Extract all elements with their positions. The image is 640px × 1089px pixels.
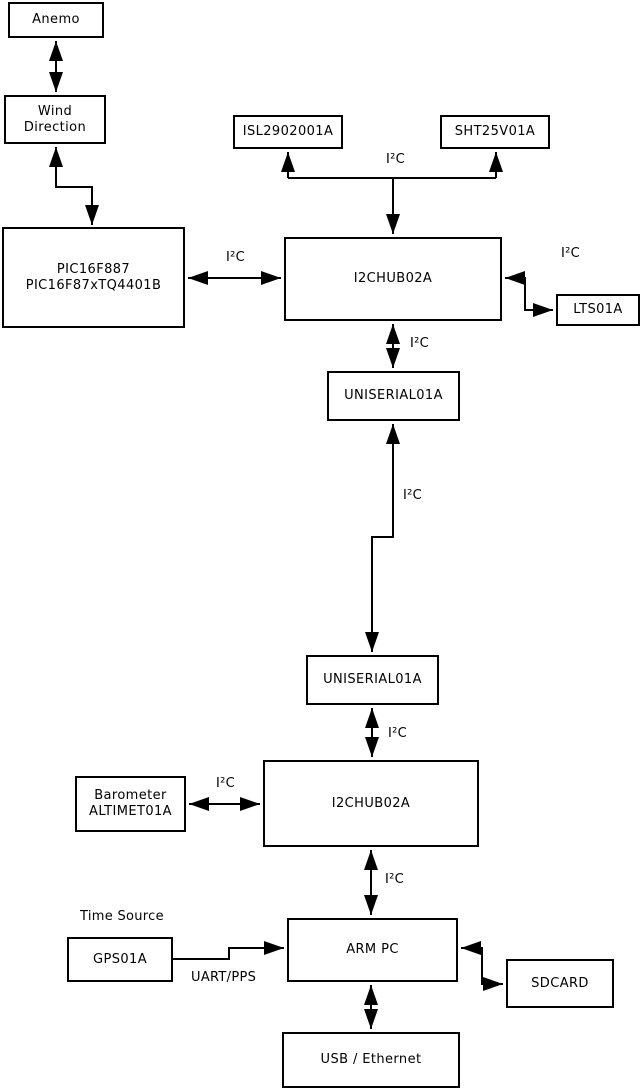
node-wind-direction-label: Wind Direction <box>23 103 87 135</box>
label-i2c-uniserial-link: I²C <box>403 488 423 503</box>
label-i2c-hub2-armpc: I²C <box>385 872 405 887</box>
node-uniserial01a-upper: UNISERIAL01A <box>327 371 460 421</box>
edge-winddirection-pic <box>49 147 99 225</box>
node-pic16f887-label: PIC16F887 PIC16F87xTQ4401B <box>25 261 162 293</box>
node-lts01a-label: LTS01A <box>573 302 623 318</box>
label-i2c-pic-hub1: I²C <box>226 250 246 265</box>
node-i2chub02a-upper: I2CHUB02A <box>284 237 502 321</box>
node-uniserial01a-lower: UNISERIAL01A <box>306 655 439 705</box>
node-uniserial01a-upper-label: UNISERIAL01A <box>344 388 443 404</box>
edge-hub1-lts <box>505 271 553 317</box>
node-usb-ethernet: USB / Ethernet <box>282 1032 460 1088</box>
label-i2c-uniserial2-hub2: I²C <box>388 726 408 741</box>
label-i2c-hub1-uniserial1: I²C <box>410 336 430 351</box>
node-sdcard-label: SDCARD <box>531 975 589 991</box>
node-isl2902001a-label: ISL2902001A <box>242 124 334 140</box>
node-i2chub02a-upper-label: I2CHUB02A <box>353 271 433 287</box>
node-lts01a: LTS01A <box>556 294 640 326</box>
node-arm-pc-label: ARM PC <box>346 942 399 958</box>
node-i2chub02a-lower: I2CHUB02A <box>263 760 479 847</box>
label-time-source: Time Source <box>80 909 164 924</box>
node-usb-ethernet-label: USB / Ethernet <box>320 1052 422 1068</box>
edge-uniserial1-uniserial2 <box>365 424 400 652</box>
node-gps01a-label: GPS01A <box>92 951 147 967</box>
node-sht25v01a: SHT25V01A <box>440 115 550 149</box>
label-i2c-hub1-lts: I²C <box>561 246 581 261</box>
node-anemo: Anemo <box>8 2 104 38</box>
label-uart-pps: UART/PPS <box>191 970 257 985</box>
node-uniserial01a-lower-label: UNISERIAL01A <box>323 672 422 688</box>
node-arm-pc: ARM PC <box>287 918 458 982</box>
label-i2c-sensor-bus: I²C <box>386 152 406 167</box>
node-barometer-altimet01a: Barometer ALTIMET01A <box>75 776 186 832</box>
node-wind-direction: Wind Direction <box>4 95 106 144</box>
node-barometer-altimet01a-label: Barometer ALTIMET01A <box>89 788 172 819</box>
node-gps01a: GPS01A <box>67 937 173 982</box>
node-isl2902001a: ISL2902001A <box>233 115 343 149</box>
edge-armpc-sdcard <box>461 941 503 991</box>
label-i2c-barometer-hub2: I²C <box>216 776 236 791</box>
node-sdcard: SDCARD <box>506 959 614 1008</box>
node-sht25v01a-label: SHT25V01A <box>454 124 536 140</box>
node-pic16f887: PIC16F887 PIC16F87xTQ4401B <box>2 227 185 328</box>
node-anemo-label: Anemo <box>32 12 80 28</box>
node-i2chub02a-lower-label: I2CHUB02A <box>331 795 411 811</box>
edge-gps-armpc <box>173 941 284 960</box>
